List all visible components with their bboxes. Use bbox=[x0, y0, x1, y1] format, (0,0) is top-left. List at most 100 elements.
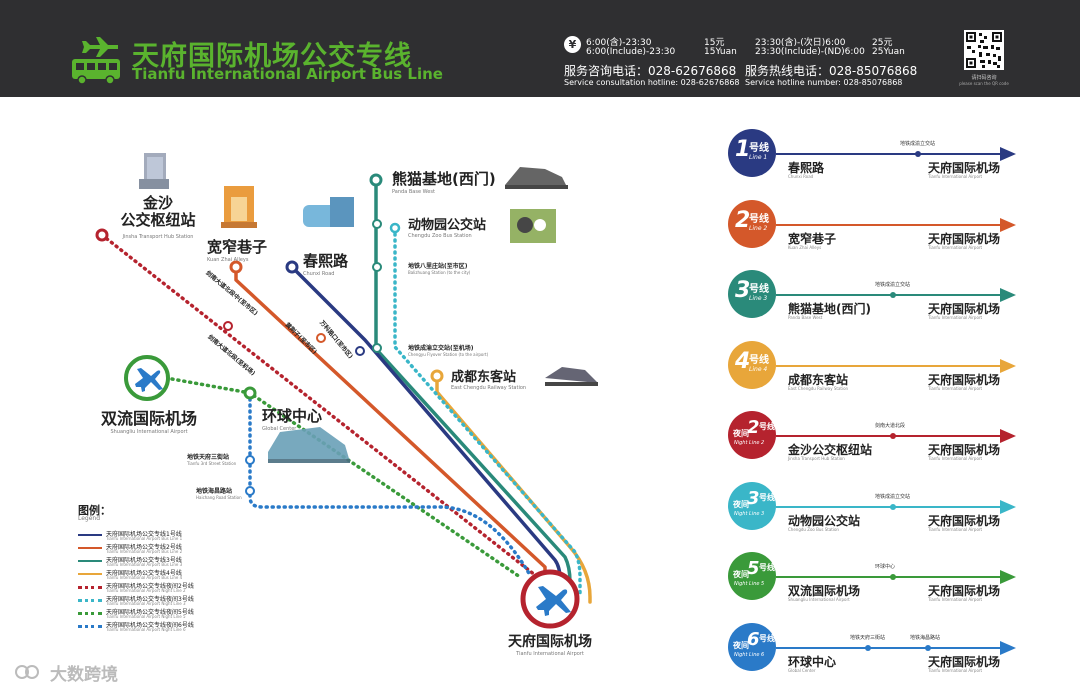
route-stop-dot bbox=[915, 151, 921, 157]
route-stop-label: 地铁海昌路站 bbox=[910, 634, 941, 641]
route-number-suffix: 号线 bbox=[749, 143, 769, 154]
route-line-en: Line 1 bbox=[749, 154, 768, 161]
route-origin: 成都东客站 bbox=[788, 372, 849, 387]
route-line-en: Night Line 2 bbox=[734, 440, 765, 446]
route-bar bbox=[776, 364, 1008, 367]
legend-title: 图例： bbox=[78, 504, 111, 517]
legend-item-label-en: Tianfu International Airport Night Line … bbox=[106, 614, 186, 619]
route-number-suffix: 号线 bbox=[759, 422, 775, 431]
service-hotline: 服务热线电话：028-85076868 bbox=[745, 64, 918, 78]
route-number-suffix: 号线 bbox=[749, 284, 769, 295]
route-line-en: Night Line 6 bbox=[734, 651, 765, 658]
route-destination-en: Tianfu International Airport bbox=[928, 315, 983, 320]
route-bar bbox=[776, 223, 1008, 226]
fare-night-price: 25元 bbox=[872, 38, 893, 48]
legend-line-swatch bbox=[78, 612, 102, 615]
route-origin: 金沙公交枢纽站 bbox=[788, 443, 873, 457]
legend-item-label-en: Tianfu International Airport Night Line … bbox=[106, 588, 186, 593]
route-number: 2 bbox=[747, 417, 760, 438]
route-destination-en: Tianfu International Airport bbox=[928, 244, 983, 250]
legend-item-label: 天府国际机场公交专线夜间6号线 bbox=[106, 622, 194, 629]
consult-hotline: 服务咨询电话：028-62676868 bbox=[564, 64, 737, 78]
landmark-illustrations bbox=[139, 153, 598, 463]
line-1-path bbox=[290, 265, 562, 589]
route-number: 5 bbox=[747, 558, 760, 579]
route-arrow-icon bbox=[1000, 217, 1016, 232]
legend-item-label-en: Tianfu International Airport Bus Line 1 bbox=[106, 536, 183, 541]
route-line-en: Line 2 bbox=[749, 224, 768, 232]
route-destination: 天府国际机场 bbox=[928, 443, 1001, 457]
route-origin: 环球中心 bbox=[788, 654, 837, 669]
qr-caption-en: please scan the QR code bbox=[959, 81, 1009, 86]
page-title: 天府国际机场公交专线 bbox=[132, 41, 412, 72]
legend-item-label-en: Tianfu International Airport Bus Line 2 bbox=[106, 549, 183, 554]
service-hotline-en: Service hotline number: 028-85076868 bbox=[745, 78, 903, 87]
qr-code-icon[interactable] bbox=[964, 30, 1004, 70]
route-arrow-icon bbox=[1000, 640, 1016, 655]
station-balizhuang: 地铁八里庄站(至市区) Balizhuang Station (to the c… bbox=[408, 263, 471, 275]
qr-caption: 请扫码咨询 bbox=[971, 75, 997, 81]
station-markers bbox=[95, 173, 580, 629]
plane-icon bbox=[135, 368, 163, 392]
station-haichang: 地铁海昌路站 Haichang Road Station bbox=[196, 488, 242, 500]
page-title-en: Tianfu International Airport Bus Line bbox=[132, 65, 443, 83]
route-origin: 宽窄巷子 bbox=[788, 231, 837, 246]
fare-day-time: 6:00(含)-23:30 bbox=[586, 38, 652, 48]
night-line-6-path bbox=[248, 391, 532, 577]
route-destination-en: Tianfu International Airport bbox=[928, 597, 983, 602]
route-number-suffix: 号线 bbox=[749, 213, 769, 225]
consult-hotline-en: Service consultation hotline: 028-626768… bbox=[564, 78, 740, 87]
route-stop-dot bbox=[865, 644, 871, 651]
station-panda: 熊猫基地(西门) Panda Base West bbox=[392, 170, 496, 195]
route-stop-dot bbox=[925, 644, 931, 651]
route-line-en: Night Line 5 bbox=[734, 581, 765, 587]
route-origin-en: Chengdu Zoo Bus Station bbox=[788, 526, 839, 532]
fare-night-price-en: 25Yuan bbox=[872, 47, 905, 57]
route-origin-en: Shuangliu International Airport bbox=[788, 597, 850, 602]
route-number-suffix: 号线 bbox=[759, 633, 775, 643]
station-global: 环球中心 Global Center bbox=[262, 407, 323, 432]
airport-bus-icon bbox=[72, 37, 120, 85]
route-line-en: Line 3 bbox=[749, 295, 768, 302]
route-arrow-icon bbox=[1000, 288, 1016, 302]
night-line-3-path bbox=[393, 226, 582, 599]
route-destination-en: Tianfu International Airport bbox=[928, 526, 983, 532]
fare-night-time-en: 23:30(Include)-(ND)6:00 bbox=[755, 47, 865, 57]
legend-title-en: Legend bbox=[78, 515, 101, 522]
legend-line-swatch bbox=[78, 547, 102, 549]
station-tianfu3: 地铁天府三街站 Tianfu 3rd Street Station bbox=[187, 454, 237, 466]
route-number-suffix: 号线 bbox=[759, 563, 775, 572]
legend-item-label: 天府国际机场公交专线3号线 bbox=[106, 557, 182, 564]
station-chunxi: 春熙路 Chunxi Road bbox=[303, 252, 349, 277]
route-number: 4 bbox=[735, 348, 751, 374]
route-number-suffix: 号线 bbox=[759, 492, 775, 502]
route-origin-en: Chunxi Road bbox=[788, 174, 814, 179]
legend-item-label: 天府国际机场公交专线夜间3号线 bbox=[106, 596, 194, 603]
legend-line-swatch bbox=[78, 534, 102, 536]
route-stop-label: 剑南大道北段 bbox=[875, 423, 906, 429]
route-stop-dot bbox=[890, 433, 896, 439]
route-number: 3 bbox=[747, 487, 760, 509]
route-number: 1 bbox=[735, 137, 751, 162]
yen-icon: ¥ bbox=[564, 36, 581, 53]
route-destination: 天府国际机场 bbox=[928, 584, 1001, 598]
fare-night-time: 23:30(含)-(次日)6:00 bbox=[755, 38, 846, 48]
legend-item-label-en: Tianfu International Airport Bus Line 3 bbox=[106, 562, 183, 567]
legend-line-swatch bbox=[78, 573, 102, 575]
